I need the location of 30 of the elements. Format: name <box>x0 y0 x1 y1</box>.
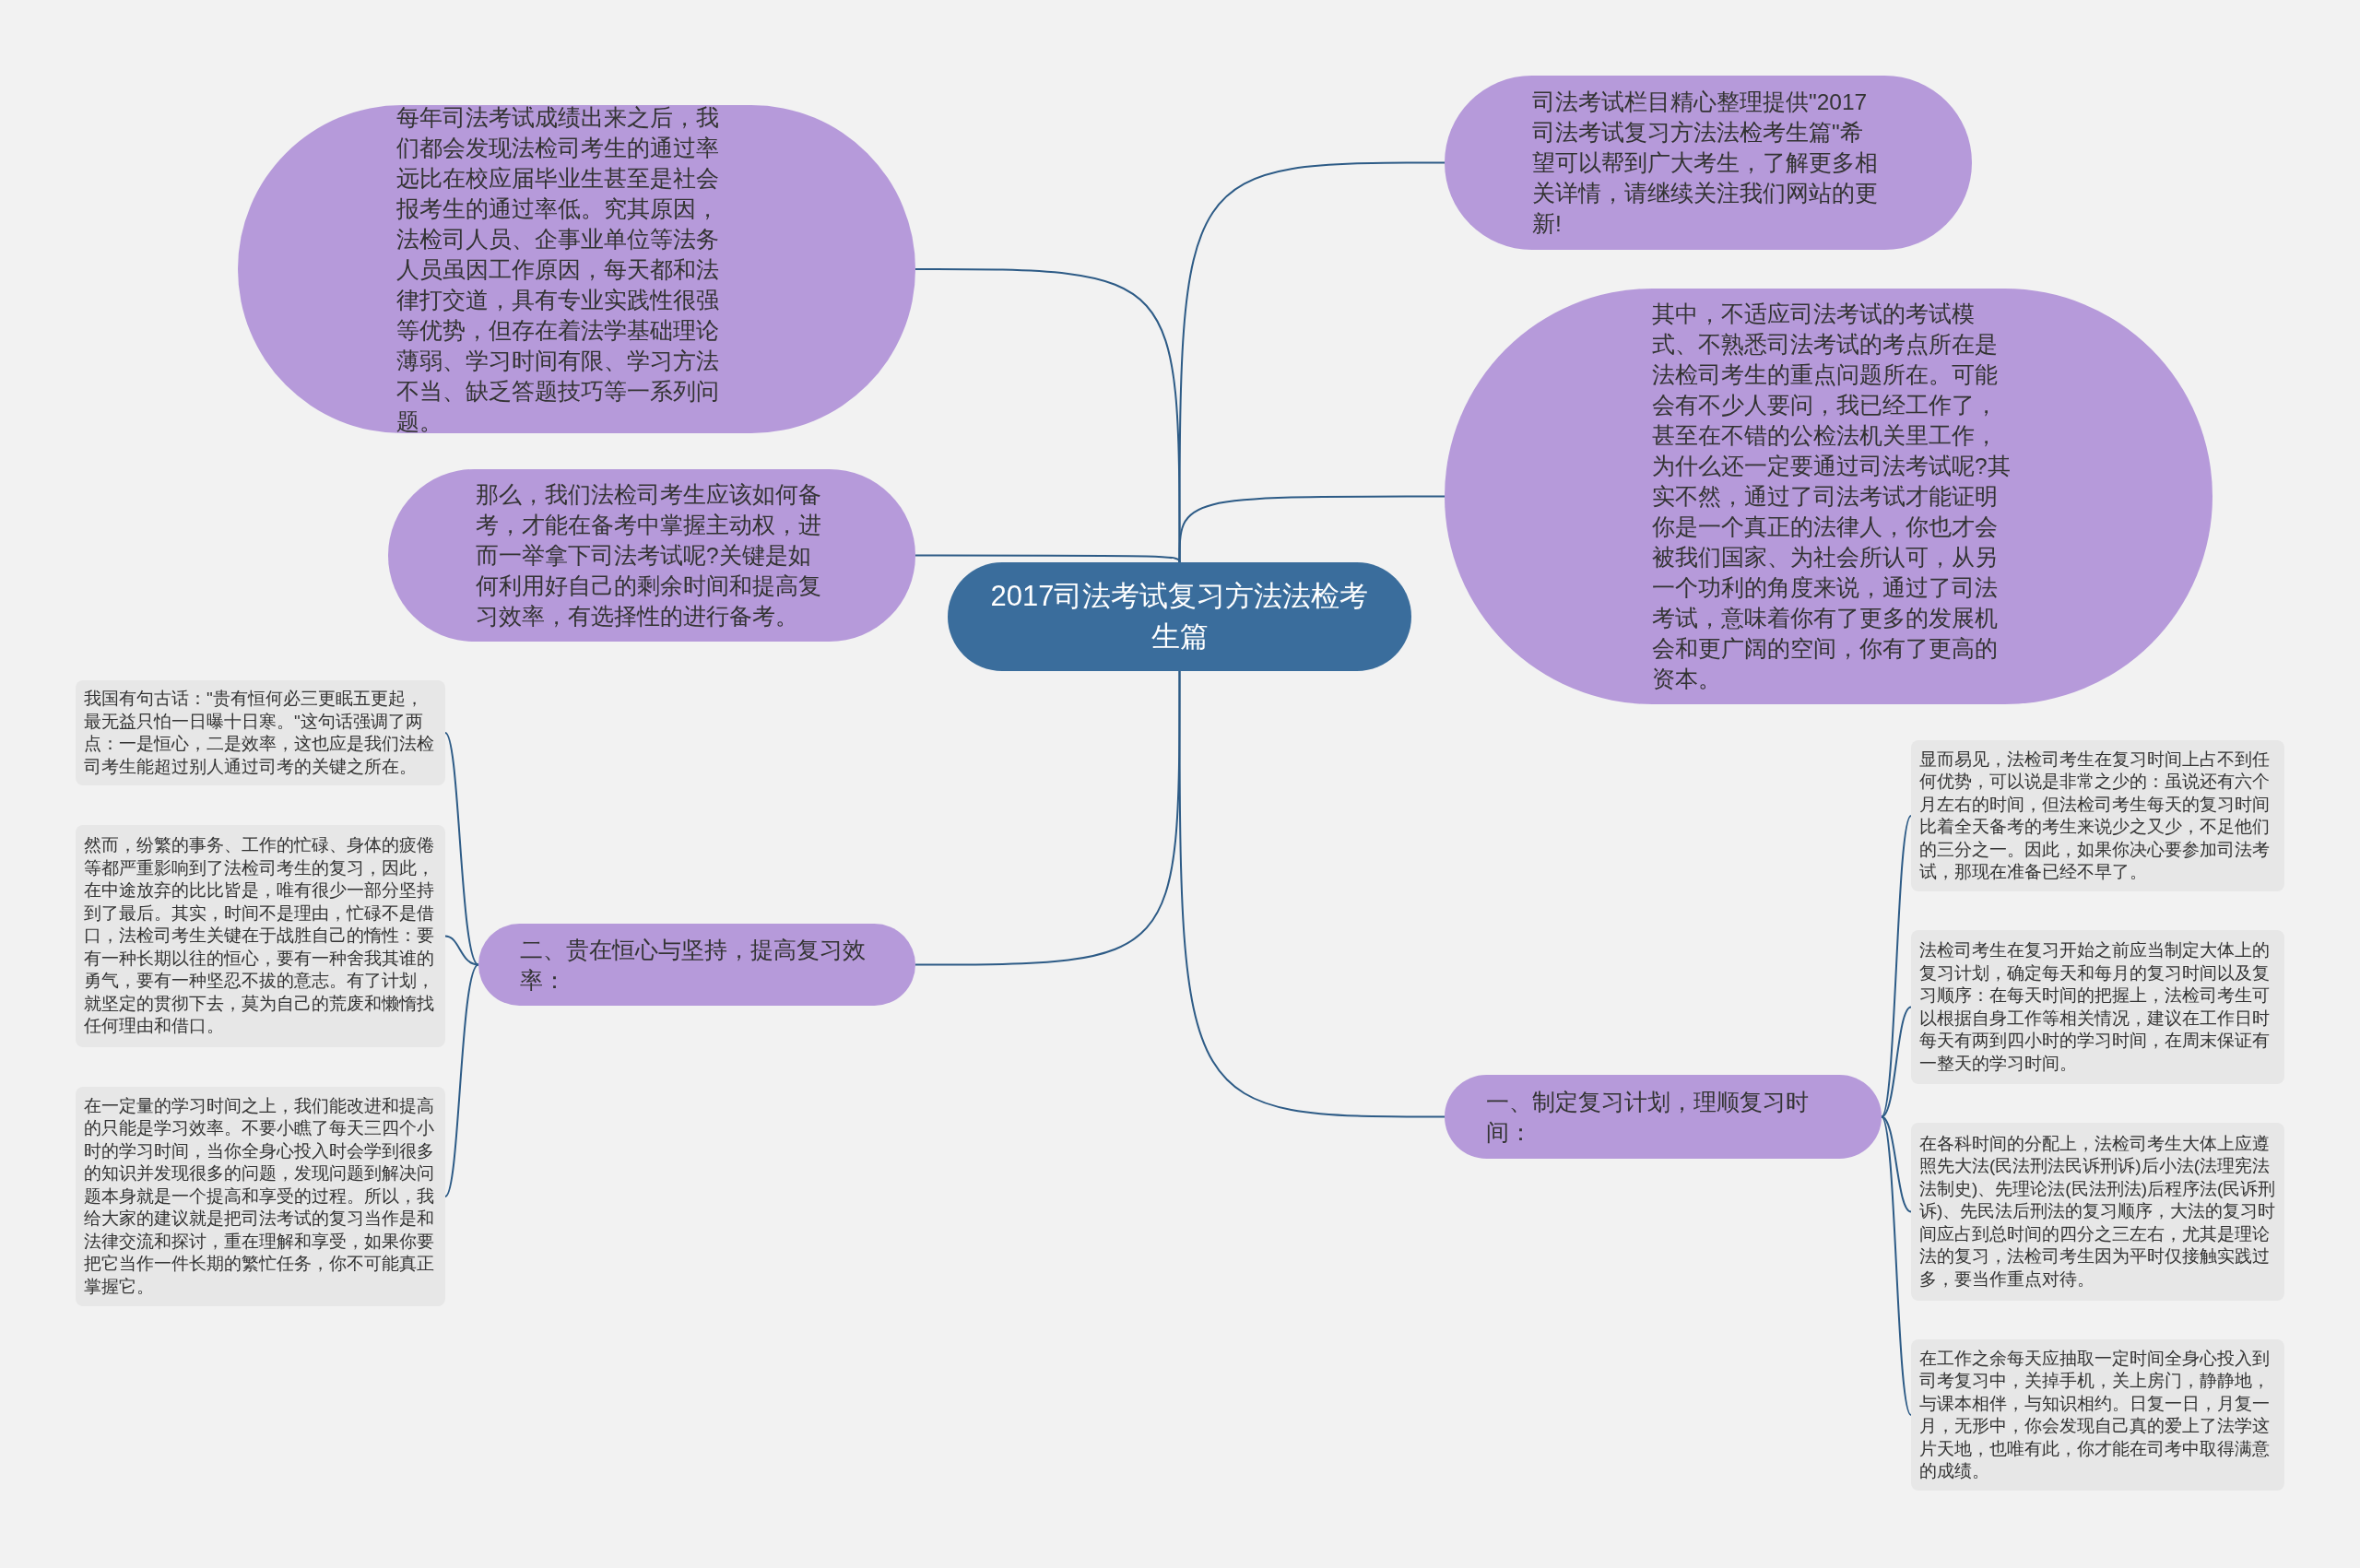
connector <box>914 670 1181 966</box>
note-text: 在工作之余每天应抽取一定时间全身心投入到司考复习中，关掉手机，关上房门，静静地，与课本相伴，与知识相约。日复一日，月复一月，无形中，你会发现自己真的爱上了法学这片天地，也唯有此，你才能在司考中取得满意的成绩。 <box>1919 1347 2271 1482</box>
connector <box>1881 815 1912 1118</box>
note-text: 在各科时间的分配上，法检司考生大体上应遵照先大法(民法刑法民诉刑诉)后小法(法理宪法法制史)、先理论法(民法刑法)后程序法(民诉刑诉)、先民法后刑法的复习顺序，大法的复习时间应占到总时间的四分之三左右，尤其是理论法的复习，法检司考生因为平时仅接触实践过多，要当作重点对待。 <box>1919 1132 2276 1291</box>
bubble-text: 一、制定复习计划，理顺复习时间： <box>1486 1088 1810 1147</box>
topic-text: 2017司法考试复习方法法检考生篇 <box>989 579 1370 654</box>
note-card <box>1911 1339 2284 1491</box>
note-card <box>76 680 445 785</box>
connector <box>1881 1006 1912 1118</box>
bubble-text: 司法考试栏目精心整理提供"2017司法考试复习方法法检考生篇"希望可以帮到广大考生，了解更多相关详情，请继续关注我们网站的更新! <box>1532 88 1879 238</box>
connector <box>444 963 479 1197</box>
connector <box>1881 1115 1912 1416</box>
note-text: 然而，纷繁的事务、工作的忙碌、身体的疲倦等都严重影响到了法检司考生的复习，因此，在中途放弃的比比皆是，唯有很少一部分坚持到了最后。其实，时间不是理由，忙碌不是借口，法检司考生关键在于战胜自己的惰性：要有一种长期以往的恒心，要有一种舍我其谁的勇气，要有一种坚忍不拔的意志。有了计划，就坚定的贯彻下去，莫为自己的荒废和懒惰找任何理由和借口。 <box>84 834 435 1038</box>
connector <box>1178 495 1446 563</box>
note-card <box>1911 740 2284 891</box>
connector <box>1881 1115 1912 1213</box>
connector <box>444 732 479 966</box>
note-card <box>1911 930 2284 1084</box>
note-text: 我国有句古话："贵有恒何必三更眠五更起，最无益只怕一日曝十日寒。"这句话强调了两点：一是恒心，二是效率，这也应是我们法检司考生能超过别人通过司考的关键之所在。 <box>84 688 435 778</box>
bubble-text: 其中，不适应司法考试的考试模式、不熟悉司法考试的考点所在是法检司考生的重点问题所在。可能会有不少人要问，我已经工作了，甚至在不错的公检法机关里工作，为什么还一定要通过司法考试呢?其实不然，通过了司法考试才能证明你是一个真正的法律人，你也才会被我们国家、为社会所认可，从另一个功利的角度来说，通过了司法考试，意味着你有了更多的发展机会和更广阔的空间，你有了更高的资本。 <box>1652 301 2012 693</box>
note-text: 显而易见，法检司考生在复习时间上占不到任何优势，可以说是非常之少的：虽说还有六个月左右的时间，但法检司考生每天的复习时间比着全天备考的考生来说少之又少，不足他们的三分之一。因此，如果你决心要参加司法考试，那现在准备已经不早了。 <box>1919 748 2271 883</box>
bubble-text: 每年司法考试成绩出来之后，我们都会发现法检司考生的通过率远比在校应届毕业生甚至是社会报考生的通过率低。究其原因，法检司人员、企事业单位等法务人员虽因工作原因，每天都和法律打交道，具有专业实践性很强等优势，但存在着法学基础理论薄弱、学习时间有限、学习方法不当、缺乏答题技巧等一系列问题。 <box>396 103 720 436</box>
bubble-text: 二、贵在恒心与坚持，提高复习效率： <box>520 936 867 995</box>
connector <box>1178 670 1446 1118</box>
connector <box>914 554 1181 563</box>
note-text: 法检司考生在复习开始之前应当制定大体上的复习计划，确定每天和每月的复习时间以及复习顺序：在每天时间的把握上，法检司考生可以根据自身工作等相关情况，建议在工作日时每天有两到四小时的学习时间，在周末保证有一整天的学习时间。 <box>1919 939 2271 1075</box>
bubble-text: 那么，我们法检司考生应该如何备考，才能在备考中掌握主动权，进而一举拿下司法考试呢?关键是如何利用好自己的剩余时间和提高复习效率，有选择性的进行备考。 <box>476 481 822 631</box>
note-text: 在一定量的学习时间之上，我们能改进和提高的只能是学习效率。不要小瞧了每天三四个小时的学习时间，当你全身心投入时会学到很多的知识并发现很多的问题，发现问题到解决问题本身就是一个提高和享受的过程。所以，我给大家的建议就是把司法考试的复习当作是和法律交流和探讨，重在理解和享受，如果你要把它当作一件长期的繁忙任务，你不可能真正掌握它。 <box>84 1094 435 1298</box>
connector <box>1178 161 1446 563</box>
connector <box>444 935 479 966</box>
